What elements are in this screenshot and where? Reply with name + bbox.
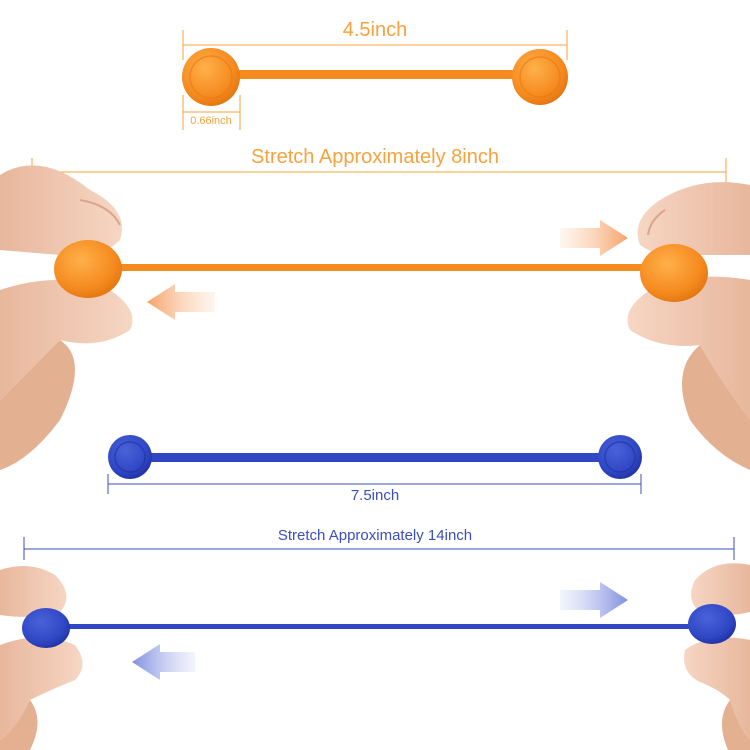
orange-tie-dimension-line: [182, 30, 568, 60]
right-arrow-icon: [560, 582, 628, 618]
blue-length-label: 7.5inch: [350, 487, 400, 504]
blue-tie-dimension-line: [107, 474, 642, 494]
right-hand-orange: [627, 182, 750, 470]
right-arrow-icon: [560, 220, 628, 256]
left-arrow-icon: [147, 284, 215, 320]
blue-stretch-arrows: [132, 582, 628, 680]
blue-stretched-tie: [22, 604, 736, 648]
right-hand-blue: [684, 563, 750, 750]
blue-stretch-label: Stretch Approximately 14inch: [277, 527, 473, 544]
orange-end-diameter-label: 0.66inch: [190, 115, 232, 127]
orange-tie: [182, 48, 568, 106]
orange-length-label: 4.5inch: [342, 19, 408, 41]
left-hand-blue: [0, 566, 83, 750]
orange-stretch-label: Stretch Approximately 8inch: [251, 146, 499, 168]
orange-stretched-tie: [54, 240, 708, 302]
orange-stretch-arrows: [147, 220, 628, 320]
left-arrow-icon: [132, 644, 195, 680]
orange-end-dimension-line: [182, 95, 241, 130]
blue-tie: [108, 435, 642, 479]
left-hand-orange: [0, 165, 133, 470]
blue-stretch-dimension-line: [23, 537, 735, 560]
